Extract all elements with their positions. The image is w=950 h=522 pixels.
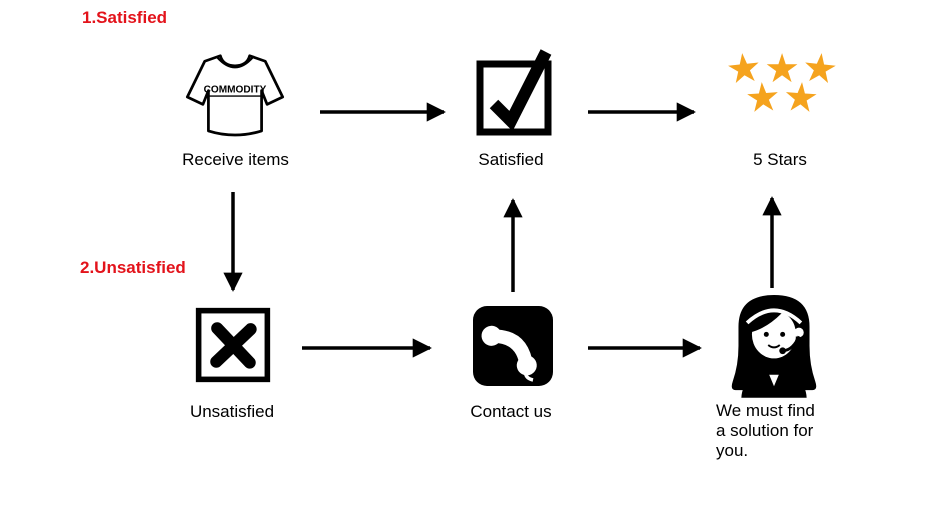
phone-handset-icon: [473, 306, 553, 386]
solution-line-3: you.: [716, 441, 749, 461]
five-stars-label: 5 Stars: [753, 150, 807, 169]
support-agent-icon: [731, 295, 817, 398]
receive-items-label: Receive items: [182, 150, 289, 169]
shirt-commodity-text: COMMODITY: [204, 84, 267, 95]
stars-top-row: ★ ★ ★: [724, 45, 840, 93]
satisfied-section-header: 1.Satisfied: [82, 8, 168, 27]
crossed-box-icon: [195, 307, 271, 383]
solution-line-1: We must find: [716, 401, 815, 420]
solution-line-2: a solution for: [716, 421, 814, 441]
star-icon: ★: [743, 74, 783, 122]
stars-bottom-row: ★ ★: [743, 74, 821, 122]
contact-us-label: Contact us: [470, 402, 552, 421]
star-icon: ★: [781, 74, 821, 122]
unsatisfied-section-header: 2.Unsatisfied: [80, 258, 186, 277]
solution-label: We must find a solution for you.: [716, 401, 851, 461]
satisfied-label: Satisfied: [478, 150, 544, 169]
five-stars-icon: ★ ★ ★ ★ ★: [712, 45, 852, 122]
commodity-shirt-icon: COMMODITY: [185, 54, 285, 137]
unsatisfied-label: Unsatisfied: [189, 402, 275, 421]
star-icon: ★: [764, 47, 800, 91]
checked-box-icon: [476, 49, 552, 136]
